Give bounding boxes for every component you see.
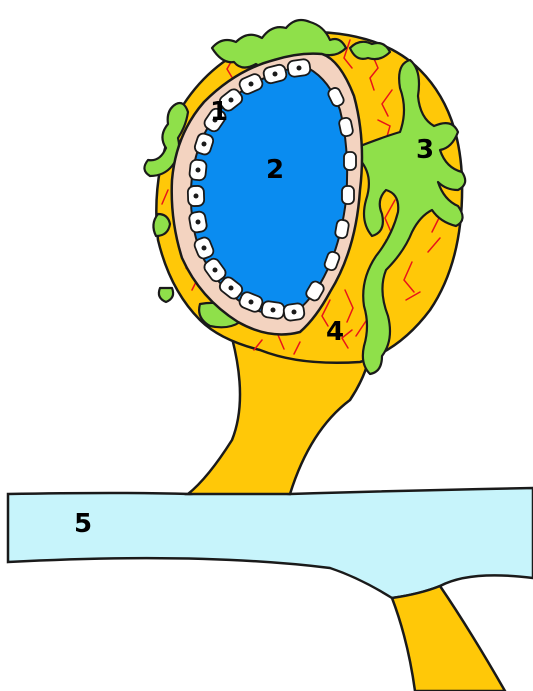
label-1: 1 xyxy=(210,97,228,127)
label-2: 2 xyxy=(266,155,284,185)
bottom-stalk xyxy=(392,586,505,691)
label-3: 3 xyxy=(416,135,434,165)
label-5: 5 xyxy=(74,509,92,539)
label-4: 4 xyxy=(326,317,344,347)
horizontal-vessel xyxy=(8,488,533,598)
